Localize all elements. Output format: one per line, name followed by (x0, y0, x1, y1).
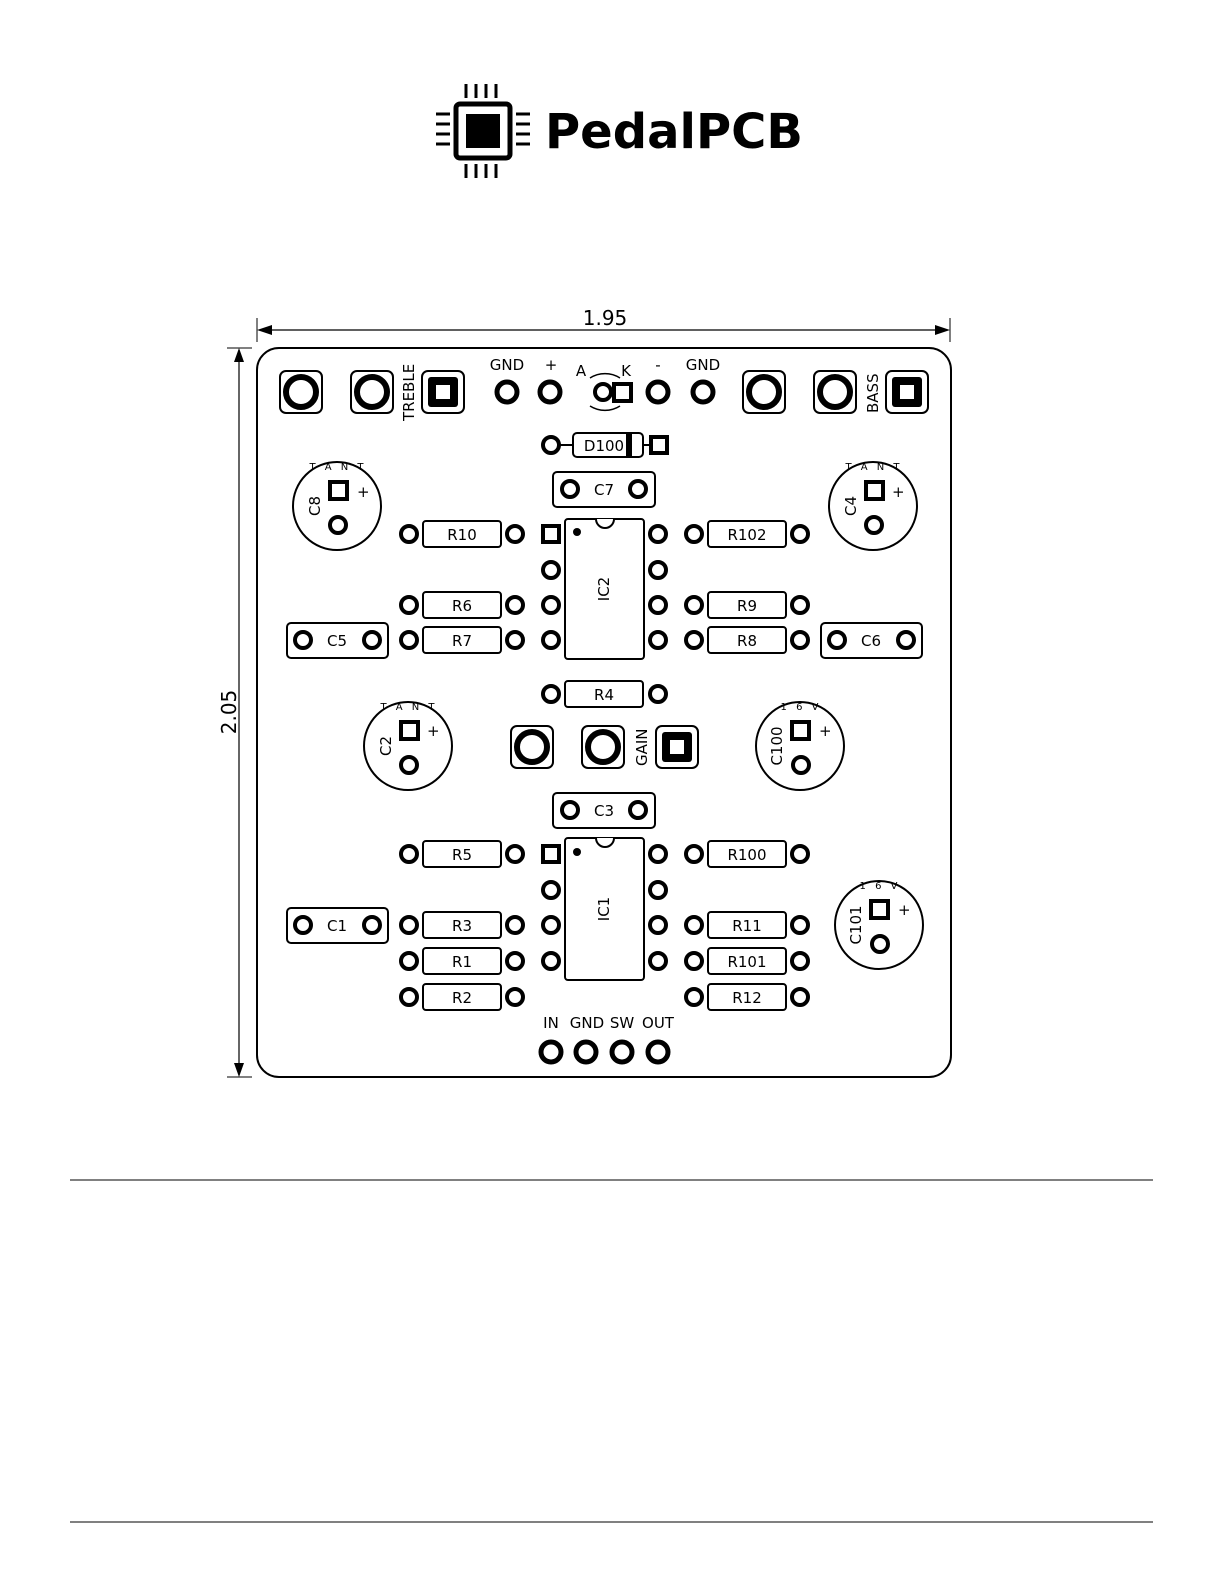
power-label-minus: - (655, 356, 660, 374)
power-label-gnd-2: GND (686, 356, 720, 374)
cap-c4-note: T A N T (844, 462, 902, 473)
cap-c4-label: C4 (842, 496, 860, 516)
resistor-r2-label: R2 (452, 989, 472, 1007)
resistor-r1-label: R1 (452, 953, 472, 971)
chip-icon (436, 84, 530, 178)
cap-c1-label: C1 (327, 917, 347, 935)
cap-c3-label: C3 (594, 802, 614, 820)
power-label-k: K (621, 362, 632, 380)
treble-label: TREBLE (400, 364, 418, 422)
gain-pot (511, 726, 698, 768)
power-label-plus: + (545, 356, 558, 374)
cap-c100-plus: + (819, 722, 832, 740)
io-header-pads (541, 1042, 668, 1062)
cap-c2-plus: + (427, 722, 440, 740)
height-label: 2.05 (217, 690, 241, 735)
resistor-r4-label: R4 (594, 686, 614, 704)
ic2-label: IC2 (595, 577, 613, 601)
resistor-r100-label: R100 (727, 846, 766, 864)
resistor-r5-label: R5 (452, 846, 472, 864)
cap-c100-label: C100 (768, 726, 786, 765)
bass-pot (743, 371, 928, 413)
width-label: 1.95 (583, 306, 628, 330)
resistor-r12-label: R12 (732, 989, 762, 1007)
ic1-label: IC1 (595, 897, 613, 921)
io-label-sw: SW (610, 1014, 635, 1032)
cap-c8-plus: + (357, 483, 370, 501)
gain-label: GAIN (633, 728, 651, 766)
resistor-r3-label: R3 (452, 917, 472, 935)
cap-c100-note: 1 6 V (781, 702, 822, 713)
bass-label: BASS (864, 373, 882, 413)
resistor-r10-label: R10 (447, 526, 477, 544)
resistor-r7-label: R7 (452, 632, 472, 650)
cap-c2-note: T A N T (379, 702, 437, 713)
power-label-a: A (576, 362, 587, 380)
cap-c4-plus: + (892, 483, 905, 501)
resistor-r9-label: R9 (737, 597, 757, 615)
cap-c8-note: T A N T (308, 462, 366, 473)
cap-c6-label: C6 (861, 632, 881, 650)
power-label-gnd-1: GND (490, 356, 524, 374)
brand-name: PedalPCB (545, 104, 803, 160)
cap-c5-label: C5 (327, 632, 347, 650)
cap-c101-note: 1 6 V (860, 881, 901, 892)
cap-c101-label: C101 (847, 905, 865, 944)
cap-c101-plus: + (898, 901, 911, 919)
diode-label: D100 (584, 437, 624, 455)
resistor-r11-label: R11 (732, 917, 762, 935)
cap-c2-label: C2 (377, 736, 395, 756)
power-header-pads (497, 374, 713, 411)
cap-c8-label: C8 (306, 496, 324, 516)
io-label-out: OUT (642, 1014, 675, 1032)
resistor-r6-label: R6 (452, 597, 472, 615)
cap-c7-label: C7 (594, 481, 614, 499)
resistor-r102-label: R102 (727, 526, 766, 544)
resistor-r101-label: R101 (727, 953, 766, 971)
treble-pot (280, 371, 464, 413)
resistor-r8-label: R8 (737, 632, 757, 650)
io-label-gnd: GND (570, 1014, 604, 1032)
io-label-in: IN (543, 1014, 559, 1032)
